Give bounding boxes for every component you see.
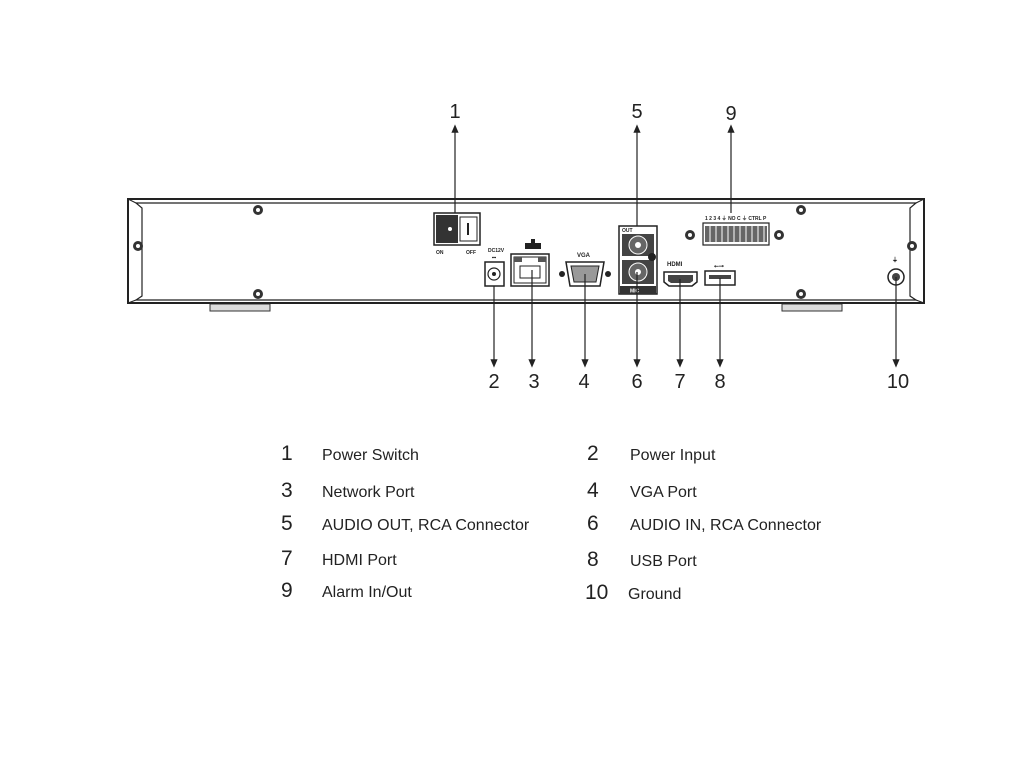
mic-label: MIC [630,289,640,295]
dc-polarity-icon: ⎓ [492,255,496,261]
right-foot [781,303,843,312]
legend-number: 10 [585,581,609,604]
callout-3: 3 [528,371,539,393]
legend-text: Power Switch [322,447,419,464]
legend-item: 7 HDMI Port [281,547,397,571]
legend-number: 4 [587,479,599,502]
callout-6: 6 [631,371,642,393]
legend-item: 4 VGA Port [587,479,697,503]
callout-lines [451,124,900,368]
legend-item: 5 AUDIO OUT, RCA Connector [281,512,529,536]
legend-text: AUDIO OUT, RCA Connector [322,517,530,534]
callout-7: 7 [674,371,685,393]
device-rear-panel-diagram: ON OFF DC12V ⎓ VGA OUT [127,101,925,393]
callout-1: 1 [449,101,460,123]
legend-number: 8 [587,548,599,571]
legend-number: 2 [587,442,599,465]
callout-8: 8 [714,371,725,393]
callout-10: 10 [887,371,909,393]
legend-number: 5 [281,512,293,535]
callout-9: 9 [725,103,736,125]
legend-text: Power Input [630,447,716,464]
legend-item: 8 USB Port [587,548,697,572]
legend-item: 1 Power Switch [281,442,419,466]
legend-text: USB Port [630,553,697,570]
ground-icon: ⏚ [892,257,898,264]
switch-off-label: OFF [466,250,476,256]
legend-text: Network Port [322,484,415,501]
callout-2: 2 [488,371,499,393]
callout-5: 5 [631,101,642,123]
switch-on-label: ON [436,250,444,256]
legend-item: 2 Power Input [587,442,715,466]
audio-in-rca-connector[interactable] [622,260,654,284]
screws [133,205,917,299]
hdmi-label: HDMI [667,262,683,268]
alarm-terminal-block[interactable]: 1 2 3 4 ⏚ NO C ⏚ CTRL P [702,215,770,246]
legend-text: VGA Port [630,484,697,501]
vga-label: VGA [577,253,591,259]
legend-text: AUDIO IN, RCA Connector [630,517,822,534]
callout-4: 4 [578,371,589,393]
network-icon [525,239,541,249]
power-switch[interactable]: ON OFF [433,212,481,256]
alarm-terminal-labels: 1 2 3 4 ⏚ NO C ⏚ CTRL P [705,215,767,222]
left-foot [209,303,271,312]
chassis [127,198,925,304]
legend-item: 3 Network Port [281,479,414,503]
legend-number: 7 [281,547,293,570]
legend-number: 1 [281,442,293,465]
legend-item: 9 Alarm In/Out [281,579,412,603]
legend-item: 6 AUDIO IN, RCA Connector [587,512,821,536]
legend-text: HDMI Port [322,552,397,569]
legend-number: 3 [281,479,293,502]
dc-label: DC12V [488,248,505,254]
legend-text: Alarm In/Out [322,584,412,601]
network-port[interactable] [510,239,550,287]
usb-icon: ⭠⊸ [714,264,724,270]
audio-out-label: OUT [622,228,633,234]
legend-number: 9 [281,579,293,602]
audio-block: OUT MIC [618,225,658,295]
dc-power-input[interactable]: DC12V ⎓ [484,248,505,287]
legend-number: 6 [587,512,599,535]
legend: 1 Power Switch 2 Power Input 3 Network P… [0,430,1024,630]
legend-item: 10 Ground [585,581,681,605]
legend-text: Ground [628,586,682,603]
audio-out-rca-connector[interactable] [622,234,654,256]
